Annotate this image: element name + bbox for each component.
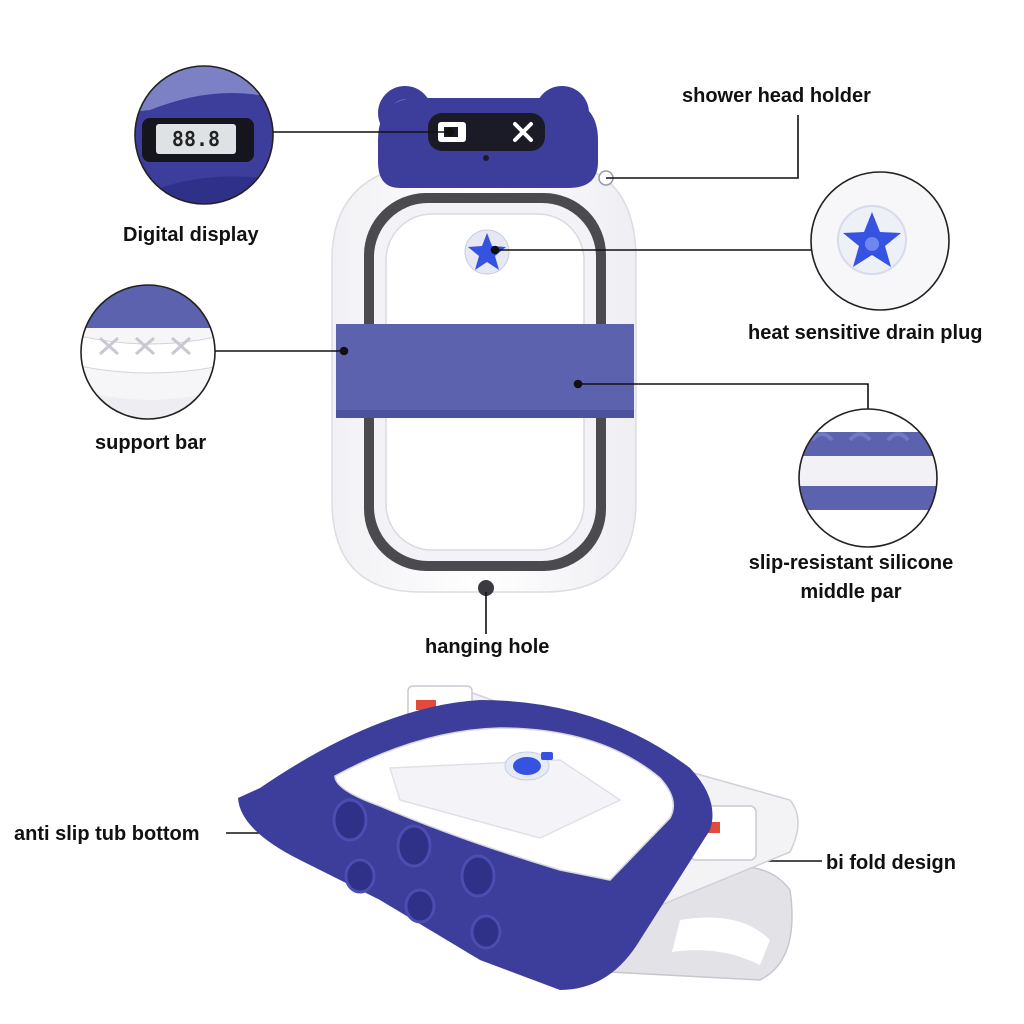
label-slip-resistant-line2: middle par <box>800 581 902 603</box>
fold-drain-icon <box>504 751 553 781</box>
silicone-middle-band <box>336 324 634 418</box>
drain-plug-icon <box>464 229 510 275</box>
label-digital-display: Digital display <box>123 224 259 246</box>
detail-digital-display: 88.8 <box>134 65 274 205</box>
label-heat-sensitive-drain-plug: heat sensitive drain plug <box>748 322 983 344</box>
silicone-band-shadow <box>336 410 634 418</box>
label-hanging-hole: hanging hole <box>425 636 550 658</box>
detail-drain-plug <box>810 171 950 311</box>
label-slip-resistant-silicone: slip-resistant silicone middle par <box>736 549 966 607</box>
detail-silicone-band <box>798 408 938 548</box>
tub-folded-view <box>238 685 799 990</box>
label-anti-slip-tub-bottom: anti slip tub bottom <box>14 823 200 845</box>
line-silicone-band <box>578 383 869 410</box>
bear-head-icon <box>378 86 598 188</box>
detail-support-bar <box>80 284 216 420</box>
label-support-bar: support bar <box>95 432 207 454</box>
label-slip-resistant-line1: slip-resistant silicone <box>748 552 954 574</box>
label-bi-fold-design: bi fold design <box>826 852 956 874</box>
tub-top-view <box>331 86 637 596</box>
display-reading: 88.8 <box>172 127 220 151</box>
line-shower-holder <box>606 115 799 179</box>
anti-slip-feet <box>332 798 502 950</box>
hanging-hole-icon <box>478 580 494 596</box>
label-shower-head-holder: shower head holder <box>682 85 871 107</box>
